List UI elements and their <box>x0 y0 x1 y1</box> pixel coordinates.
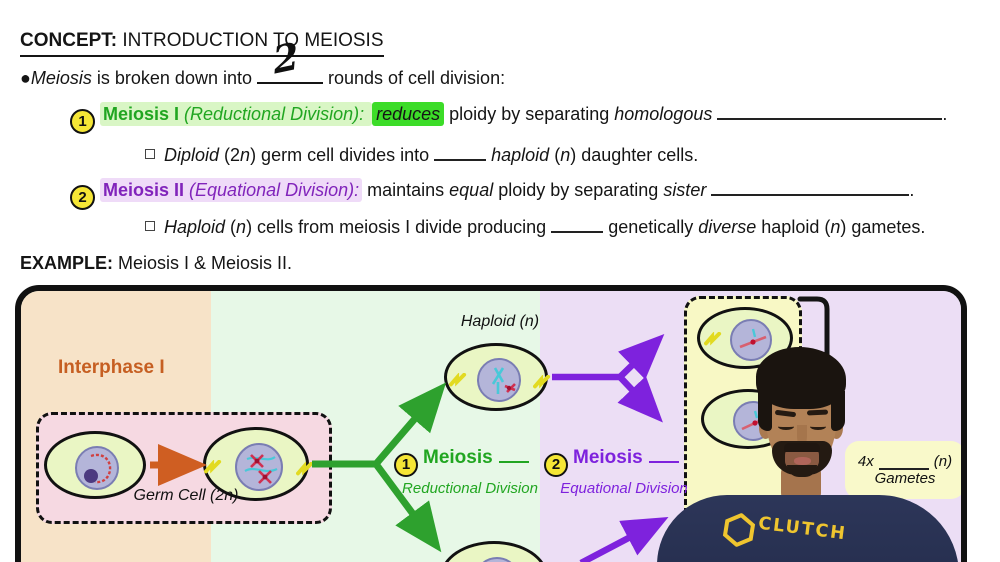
diploid-n: n <box>240 145 251 165</box>
reduces-highlight: reduces <box>372 102 445 126</box>
circled-2-badge: 2 <box>70 185 95 210</box>
haploid-t6: haploid ( <box>756 217 831 237</box>
diploid-t5: ( <box>549 145 561 165</box>
haploid-n: n <box>236 217 247 237</box>
meiosis1-name: Meiosis I <box>103 104 185 124</box>
germ-cell-1 <box>44 431 146 499</box>
chromosomes-icon <box>244 454 278 484</box>
haploid-cell-top <box>444 343 551 411</box>
germ-cell-label: Germ Cell (2n) <box>133 487 239 504</box>
meiosis2-name: Meiosis II <box>103 180 190 200</box>
meiosis2-title: Meiosis <box>573 447 643 468</box>
meiosis1-label-blank <box>498 449 529 463</box>
meiosis1-title: Meiosis <box>423 447 493 468</box>
gamete-cell-1 <box>697 307 793 369</box>
meiosis2-t1: maintains <box>362 180 450 200</box>
nucleus <box>235 443 283 491</box>
circled-2-badge: 2 <box>544 452 568 477</box>
centrosome-icon <box>204 460 222 474</box>
haploid-label: Haploid (n) <box>460 313 540 330</box>
diploid-line: Diploid (2n) germ cell divides into hapl… <box>145 145 698 166</box>
meiosis2-label-blank <box>648 449 679 463</box>
intro-mid: is broken down into <box>91 68 257 88</box>
intro-end: rounds of cell division: <box>322 68 506 88</box>
meiosis2-highlight: Meiosis II (Equational Division): <box>100 178 363 202</box>
circled-1-badge: 1 <box>70 109 95 134</box>
nucleus <box>75 446 119 490</box>
haploid-n2: n <box>830 217 841 237</box>
diploid-n2: n <box>560 145 571 165</box>
meiosis1-highlight: Meiosis I (Reductional Division): <box>100 102 373 126</box>
chromatin-icon <box>84 453 112 484</box>
meiosis2-t3: ploidy by separating <box>493 180 664 200</box>
meiosis2-paren: (Equational Division): <box>189 180 360 200</box>
intro-meiosis: Meiosis <box>30 68 92 88</box>
meiosis2-blank <box>711 180 910 196</box>
meiosis1-blank <box>717 104 943 120</box>
centrosome-icon <box>449 373 467 387</box>
meiosis1-homologous: homologous <box>614 104 718 124</box>
gamete-cell-2 <box>701 389 795 449</box>
haploid-diverse: diverse <box>698 217 757 237</box>
haploid-t3: ) cells from meiosis I divide producing <box>246 217 552 237</box>
meiosis2-sister: sister <box>663 180 712 200</box>
nucleus <box>730 319 772 361</box>
checkbox-bullet-icon <box>145 149 155 159</box>
diploid-word: Diploid <box>164 145 220 165</box>
meiosis1-text: ploidy by separating <box>444 104 615 124</box>
diploid-haploid: haploid <box>486 145 550 165</box>
example-label: EXAMPLE: <box>20 253 114 273</box>
haploid-blank <box>551 217 604 233</box>
diploid-t6: ) daughter cells. <box>570 145 699 165</box>
centrosome-icon <box>296 462 314 476</box>
centrosome-icon <box>704 332 722 346</box>
gametes-n: (n) <box>933 453 953 470</box>
nucleus <box>474 557 520 562</box>
meiosis2-sub-label: Equational Division <box>560 480 688 497</box>
diploid-blank <box>434 145 487 161</box>
haploid-t7: ) gametes. <box>840 217 926 237</box>
concept-title: CONCEPT: INTRODUCTION TO MEIOSIS <box>20 30 384 57</box>
diploid-t3: ) germ cell divides into <box>250 145 435 165</box>
haploid-t4: genetically <box>603 217 699 237</box>
meiosis1-sub-label: Reductional Division <box>402 480 538 497</box>
haploid-word: Haploid <box>164 217 226 237</box>
example-text: Meiosis I & Meiosis II. <box>113 253 293 273</box>
example-line: EXAMPLE: Meiosis I & Meiosis II. <box>20 253 292 274</box>
interphase-label: Interphase I <box>58 357 165 378</box>
intro-blank: 2 <box>256 33 323 84</box>
gametes-count-row: 4x (n) <box>858 453 952 470</box>
meiosis1-paren: (Reductional Division): <box>184 104 370 124</box>
gametes-4x: 4x <box>857 453 874 470</box>
chromosomes-icon <box>491 367 516 394</box>
nucleus <box>477 358 521 402</box>
meiosis2-period: . <box>909 180 915 200</box>
meiosis-diagram: Interphase I <box>15 285 967 562</box>
checkbox-bullet-icon <box>145 221 155 231</box>
concept-label: CONCEPT: <box>20 30 118 51</box>
diploid-t2: (2 <box>219 145 241 165</box>
intro-line: ●Meiosis is broken down into 2 rounds of… <box>20 33 506 89</box>
germ-cell-2 <box>203 427 314 501</box>
bullet-icon: ● <box>20 68 31 88</box>
gametes-word: Gametes <box>874 470 936 487</box>
handwritten-answer: 2 <box>270 33 301 83</box>
gametes-count-label: 4x (n) Gametes <box>845 441 961 499</box>
concept-title-text: INTRODUCTION TO MEIOSIS <box>117 30 384 51</box>
meiosis2-equal: equal <box>449 180 494 200</box>
haploid-t2: ( <box>225 217 237 237</box>
gametes-blank <box>878 457 929 470</box>
chromosomes-icon <box>739 328 767 349</box>
centrosome-icon <box>533 375 551 389</box>
chromosomes-icon <box>741 410 769 431</box>
meiosis1-period: . <box>942 104 948 124</box>
haploid-line: Haploid (n) cells from meiosis I divide … <box>145 217 925 238</box>
nucleus <box>733 401 773 441</box>
circled-1-badge: 1 <box>394 452 418 477</box>
